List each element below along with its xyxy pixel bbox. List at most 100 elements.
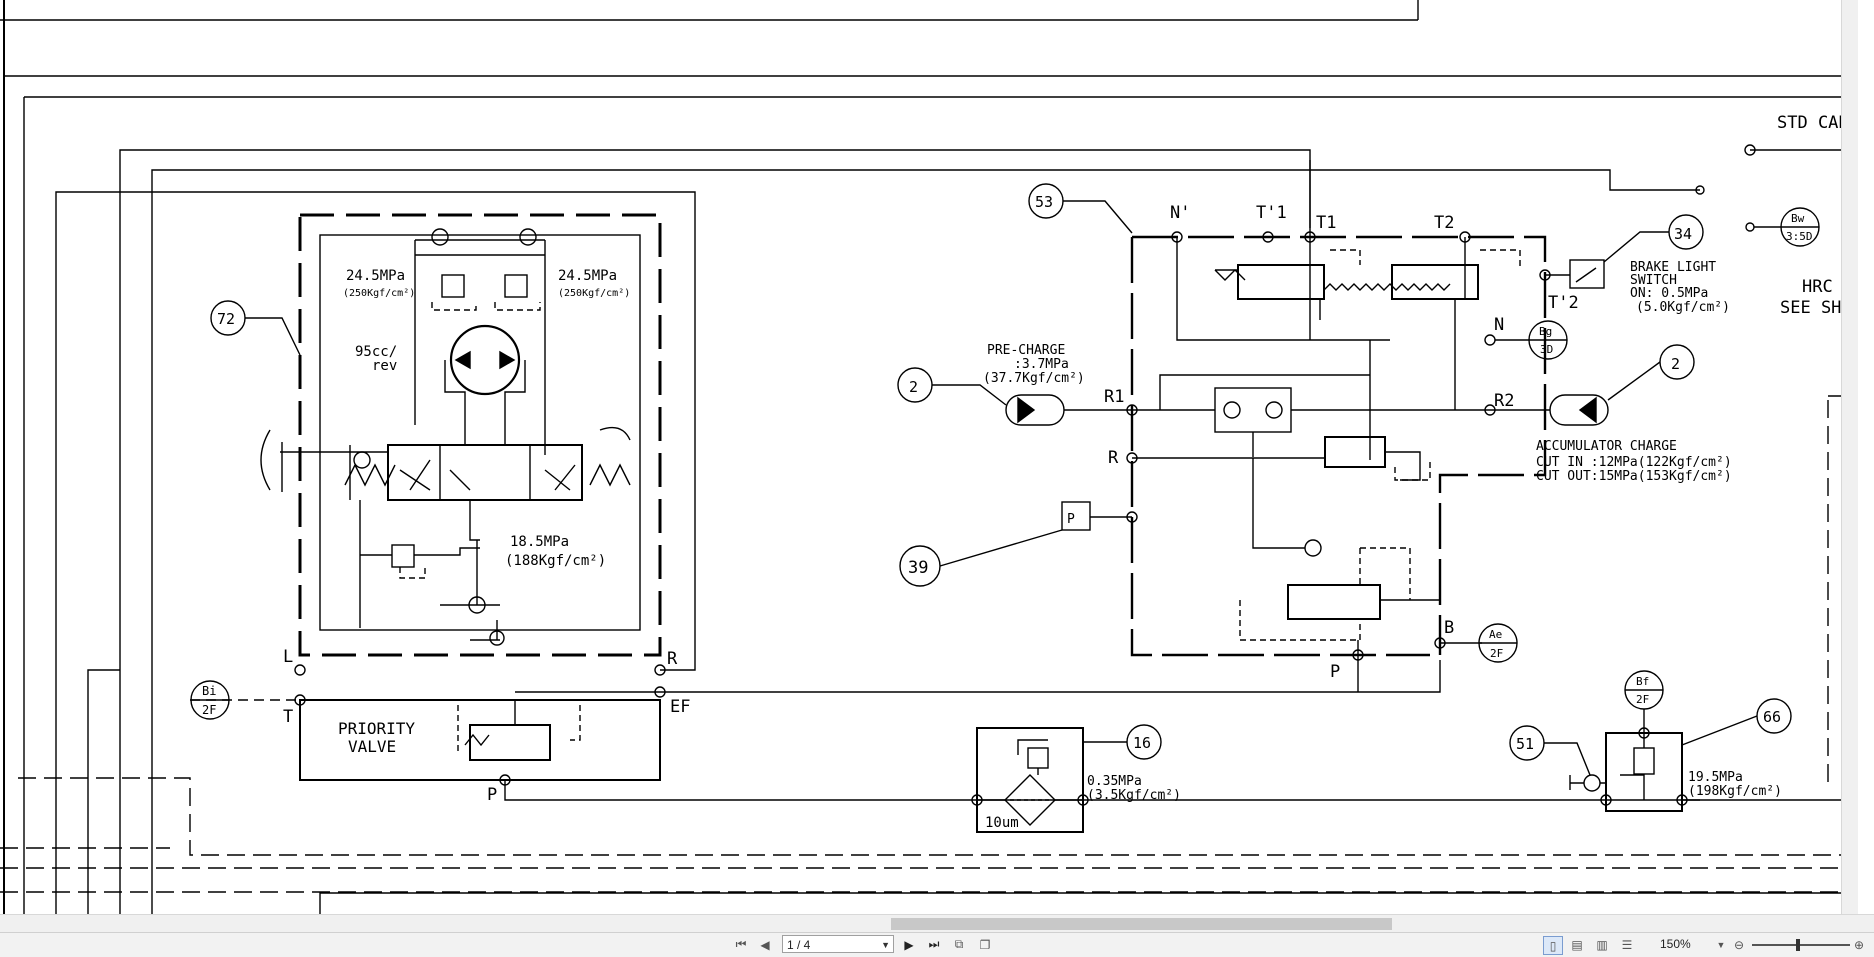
port-P-label: P xyxy=(487,785,497,805)
port-L-label: L xyxy=(283,647,293,667)
horizontal-scrollbar[interactable] xyxy=(0,914,1874,933)
check-valve xyxy=(353,451,371,469)
pipe xyxy=(1176,237,1466,341)
brake-valve-1 xyxy=(1237,264,1325,300)
port-node xyxy=(1600,794,1612,806)
last-page-icon[interactable]: ⏭ xyxy=(928,937,940,951)
zoom-in-icon[interactable]: ⊕ xyxy=(1853,937,1865,952)
pipe xyxy=(1132,451,1421,549)
callout-72-label: 72 xyxy=(217,310,235,328)
check-valve xyxy=(1265,401,1283,419)
callout-34-label: 34 xyxy=(1674,225,1692,243)
zoom-slider[interactable] xyxy=(1752,944,1850,946)
filter-element xyxy=(1004,774,1056,826)
ref-bf-top: Bf xyxy=(1636,675,1649,688)
page-number-input[interactable]: 1 / 4 ▼ xyxy=(782,935,894,953)
relief-left-kgf: (250Kgf/cm²) xyxy=(343,288,415,299)
pipe xyxy=(504,691,1700,801)
leader-line xyxy=(1544,742,1591,776)
brake-light-label: BRAKE LIGHT xyxy=(1630,260,1716,275)
export-page-icon[interactable]: ⧉ xyxy=(954,937,964,951)
copy-page-icon[interactable]: ❐ xyxy=(979,937,991,952)
accumulator-arrow xyxy=(1578,396,1597,424)
relief-valve xyxy=(504,274,528,298)
relief-valve-18 xyxy=(391,544,415,568)
two-page-view-icon[interactable]: ▥ xyxy=(1596,937,1608,952)
steering-unit-box xyxy=(298,213,662,657)
brake-valve-2 xyxy=(1391,264,1479,300)
ref-bg-bottom: 3D xyxy=(1540,343,1553,356)
leader-line xyxy=(939,529,1063,567)
pipe xyxy=(444,360,526,445)
priority-valve-label-2: VALVE xyxy=(348,737,396,756)
relief-right-kgf: (250Kgf/cm²) xyxy=(558,288,630,299)
two-page-continuous-icon[interactable]: ☰ xyxy=(1621,937,1633,952)
std-cab-label: STD CAB xyxy=(1777,113,1849,133)
ref-bw-top: Bw xyxy=(1791,212,1805,225)
pipe xyxy=(55,191,696,914)
callout-51-label: 51 xyxy=(1516,735,1534,753)
cut-out-label: CUT OUT:15MPa(153Kgf/cm²) xyxy=(1536,469,1732,484)
pipe xyxy=(1357,599,1440,655)
prev-page-icon[interactable]: ◀ xyxy=(760,937,770,952)
zoom-out-icon[interactable]: ⊖ xyxy=(1733,937,1745,952)
callout-53-label: 53 xyxy=(1035,193,1053,211)
zoom-dropdown-icon[interactable]: ▼ xyxy=(1716,939,1726,950)
check-valve xyxy=(1223,401,1241,419)
zoom-level[interactable]: 150% xyxy=(1660,937,1691,951)
pipe xyxy=(660,660,1441,693)
port-node xyxy=(1262,231,1274,243)
continuous-view-icon[interactable]: ▤ xyxy=(1571,937,1583,952)
single-page-view-icon[interactable]: ▯ xyxy=(1543,936,1563,955)
relief-valve xyxy=(441,274,465,298)
port-node xyxy=(1484,334,1496,346)
shuttle-valve xyxy=(1214,387,1292,433)
vertical-scrollbar[interactable] xyxy=(1841,0,1858,914)
port-node xyxy=(971,794,983,806)
pipe xyxy=(151,169,1700,914)
check-valve xyxy=(431,228,449,246)
leader-line xyxy=(1607,361,1661,401)
port-r1: R1 xyxy=(1104,387,1124,407)
pipe xyxy=(87,669,120,914)
port-r-brake: R xyxy=(1108,448,1119,468)
cut-in-label: CUT IN :12MPa(122Kgf/cm²) xyxy=(1536,455,1732,470)
drain-line xyxy=(399,567,426,579)
relief-left-pressure: 24.5MPa xyxy=(346,268,405,284)
priority-valve-box xyxy=(299,699,661,781)
motor-arrow xyxy=(454,350,471,370)
inner-line xyxy=(319,234,641,631)
valve-66-pressure: 19.5MPa xyxy=(1688,770,1743,785)
page-indicator: 1 / 4 xyxy=(787,938,811,952)
port-L xyxy=(294,664,306,676)
horizontal-scroll-thumb[interactable] xyxy=(891,918,1392,930)
filter-micron: 10um xyxy=(985,815,1019,831)
relief-18-kgf: (188Kgf/cm²) xyxy=(505,553,606,569)
ref-ae-bottom: 2F xyxy=(1490,647,1503,660)
next-page-icon[interactable]: ▶ xyxy=(904,937,914,952)
relief-18-pressure: 18.5MPa xyxy=(510,534,569,550)
priority-valve-label: PRIORITY xyxy=(338,719,415,738)
rotation-arrow xyxy=(599,426,631,441)
pressure-switch-box xyxy=(1061,501,1091,531)
frame-line xyxy=(319,892,1858,914)
port-t1: T1 xyxy=(1316,213,1336,233)
motor-arrow xyxy=(499,350,516,370)
zoom-slider-handle[interactable] xyxy=(1796,939,1800,951)
priority-valve-spool xyxy=(469,724,551,761)
port-circle xyxy=(1695,185,1705,195)
spring xyxy=(1323,283,1451,291)
ref-bg-top: Bg xyxy=(1539,325,1552,338)
check-valve xyxy=(1304,539,1322,557)
leader-line xyxy=(1063,200,1133,234)
ref-bi-bottom: 2F xyxy=(202,703,216,717)
brake-light-switch xyxy=(1569,259,1605,289)
port-r2: R2 xyxy=(1494,391,1514,411)
callout-39-label: 39 xyxy=(908,558,928,578)
filter-kgf: (3.5Kgf/cm²) xyxy=(1087,788,1181,803)
first-page-icon[interactable]: ⏮ xyxy=(735,937,747,951)
port-n-prime: N' xyxy=(1170,203,1190,223)
port-b: B xyxy=(1444,618,1454,638)
filter-box xyxy=(976,727,1084,833)
callout-2-right-label: 2 xyxy=(1671,355,1680,373)
